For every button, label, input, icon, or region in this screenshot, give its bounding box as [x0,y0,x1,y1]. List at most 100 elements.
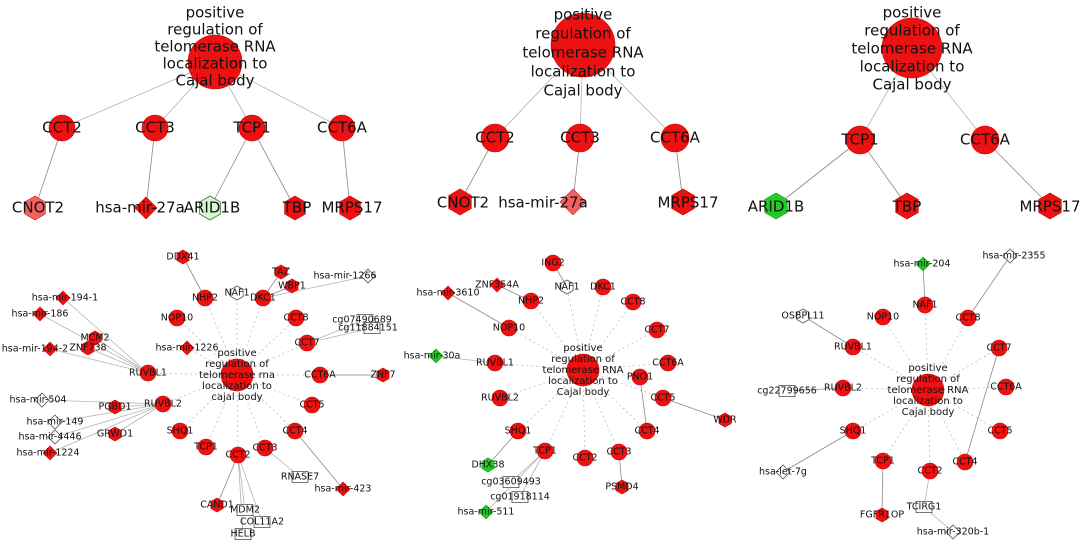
label-cct7: CCT7 [986,343,1011,354]
network-edge [204,297,238,376]
node-hsa-mir-186 [32,306,48,322]
node-col11a2 [253,516,271,529]
network-edge [87,347,149,374]
network-edge [984,139,1051,207]
label-hsa-mir-504: hsa-mir-504 [10,395,67,406]
node-cct4 [956,453,974,471]
node-arid1b [764,192,788,220]
node-tbp [895,192,919,220]
node-nop10 [168,309,186,327]
node-hsa-mir-194-1 [55,290,71,306]
network-edge [54,403,164,438]
network-edge [927,347,1000,391]
node-cct5 [654,389,672,407]
node-cct2 [48,114,76,142]
label-col11a2: COL11A2 [240,517,284,528]
label-grwd1: GRWD1 [97,429,133,440]
node-cct7 [648,321,666,339]
node-hsa-let-7g [775,464,791,480]
network-edge [802,315,854,348]
node-ruvbl1 [844,338,862,356]
node-shq1 [509,422,527,440]
panel2-center-line-3: telomerase RNA [522,44,644,62]
network-edge [236,374,313,406]
node-nop10 [500,319,518,337]
node-nhp2 [196,289,214,307]
node-tcp1 [536,442,554,460]
node-hsa-mir-30a [428,348,444,364]
bottom3-center-line-5: Cajal body [902,407,955,418]
bottom3-center-line-2: regulation of [896,374,960,385]
label-dhx38: DHX38 [471,460,504,471]
node-cnot2 [24,195,46,221]
label-hsa-mir-30a: hsa-mir-30a [404,351,461,362]
label-cct6a: CCT6A [317,119,368,137]
network-edge [882,389,929,462]
node-naf1 [560,279,574,295]
network-edge [294,430,344,490]
node-mcm2 [88,330,102,346]
node-ruvbl2 [834,379,852,397]
panel2-center-line-1: positive [554,6,613,24]
node-znf7 [376,367,390,383]
label-naf1: NAF1 [224,288,249,299]
node-mrps17 [671,188,695,216]
node-shq1 [844,422,862,440]
label-pno1: PNO1 [627,372,653,383]
node-cct2 [921,462,939,480]
network-edge [114,403,164,435]
node-hsa-mir-3610 [440,285,456,301]
node-bottom3-center [911,373,945,407]
label-hsa-mir-3610: hsa-mir-3610 [416,288,479,299]
network-edge [582,329,658,371]
label-ruvbl2: RUVBL2 [824,383,862,394]
network-edge [582,362,669,371]
node-nhp2 [522,292,540,310]
label-ing2: ING2 [541,258,564,269]
panel3-center-line-1: positive [883,4,942,22]
node-center [187,34,243,90]
bottom1-center-line-1: positive [217,348,256,359]
node-cct5 [991,422,1009,440]
panel2-center-line-2: regulation of [535,25,631,43]
node-cct8 [624,293,642,311]
panel1-center-line-2: regulation of [167,21,263,39]
node-tcp1 [238,114,266,142]
network-edge [306,327,373,344]
label-hsa-mir-149: hsa-mir-149 [27,417,84,428]
label-mrps17: MRPS17 [1019,198,1080,216]
node-tcp1 [874,452,892,470]
node-cct7 [298,334,316,352]
network-edge [306,319,366,344]
node-wbp1 [285,278,299,294]
node-cct3 [256,439,274,457]
label-hsa-mir-27a: hsa-mir-27a [498,194,588,212]
label-mdm2: MDM2 [230,505,260,516]
network-edge [967,255,1011,319]
label-shq1: SHQ1 [505,426,532,437]
label-hsa-mir-4446: hsa-mir-4446 [18,432,81,443]
label-ddx41: DDX41 [166,252,199,263]
node-hsa-mir-1224 [42,445,58,461]
node-naf1 [916,296,934,314]
bottom3-center-line-4: localization to [893,396,963,407]
network-edge [927,389,931,472]
label-hsa-mir-204: hsa-mir-204 [894,259,951,270]
network-edge [964,347,1000,463]
label-hsa-mir-186: hsa-mir-186 [12,309,69,320]
label-osbpl11: OSBPL11 [781,311,824,322]
node-mrps17 [1038,192,1062,220]
label-dkc1: DKC1 [250,293,276,304]
node-cct8 [959,309,977,327]
node-ruvbl2 [491,389,509,407]
label-cnot2: CNOT2 [437,194,489,212]
node-center [881,17,943,79]
network-edge [209,127,253,209]
node-hsa-mir-1226 [179,340,195,356]
network-edge [179,374,238,432]
label-taz: TAZ [271,267,291,278]
node-cct2 [480,123,510,153]
panel1-center-line-3: telomerase RNA [154,38,276,56]
node-cg01918114 [511,490,529,503]
label-cct3: CCT3 [252,443,277,454]
